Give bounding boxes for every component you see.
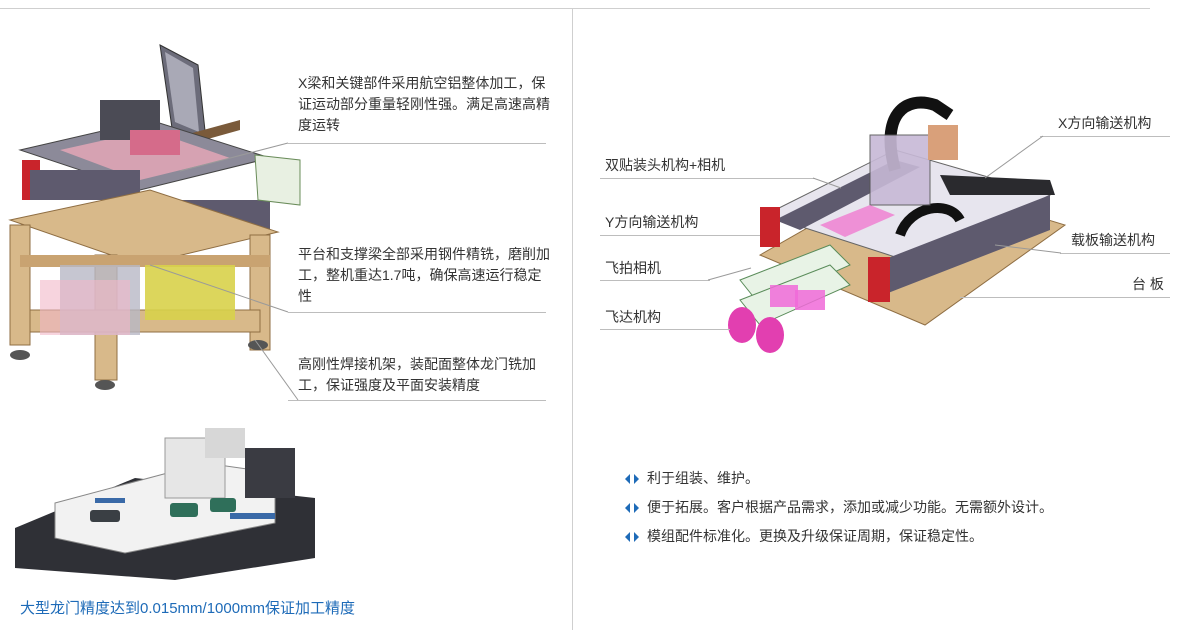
label-rule-dual-head xyxy=(600,178,815,179)
callout-steel-platform: 平台和支撑梁全部采用钢件精铣，磨削加工，整机重达1.7吨，确保高速运行稳定性 xyxy=(298,246,550,304)
leader-x-conveyor xyxy=(984,135,1044,179)
double-arrow-bullet-icon xyxy=(625,473,639,484)
label-rule-carrier-conveyor xyxy=(1060,253,1170,254)
precision-caption: 大型龙门精度达到0.015mm/1000mm保证加工精度 xyxy=(20,600,356,617)
placement-machine-illustration xyxy=(8,44,301,390)
list-item: 利于组装、维护。 xyxy=(625,464,1053,493)
callout-rule-1 xyxy=(288,143,546,144)
bullet-text: 利于组装、维护。 xyxy=(647,470,759,486)
leader-line-2 xyxy=(149,264,289,313)
leader-line-3 xyxy=(254,339,299,401)
vertical-divider xyxy=(572,8,573,630)
double-arrow-bullet-icon xyxy=(625,531,639,542)
mechanism-illustration xyxy=(728,96,1067,353)
gantry-milling-machine-image xyxy=(15,428,315,580)
label-rule-flying-camera xyxy=(600,280,710,281)
label-x-conveyor: X方向输送机构 xyxy=(1058,115,1152,131)
feature-bullet-list: 利于组装、维护。 便于拓展。客户根据产品需求，添加或减少功能。无需额外设计。 模… xyxy=(625,464,1053,551)
callout-rule-2 xyxy=(288,312,546,313)
label-rule-platform xyxy=(960,297,1170,298)
list-item: 便于拓展。客户根据产品需求，添加或减少功能。无需额外设计。 xyxy=(625,493,1053,522)
label-rule-x-conveyor xyxy=(1040,136,1170,137)
label-platform: 台 板 xyxy=(1132,276,1164,292)
label-feeder: 飞达机构 xyxy=(605,309,661,325)
label-y-conveyor: Y方向输送机构 xyxy=(605,214,699,230)
label-rule-y-conveyor xyxy=(600,235,760,236)
label-dual-head: 双贴装头机构+相机 xyxy=(605,157,726,173)
callout-aluminum-beam: X梁和关键部件采用航空铝整体加工，保证运动部分重量轻刚性强。满足高速高精度运转 xyxy=(298,75,550,133)
bullet-text: 便于拓展。客户根据产品需求，添加或减少功能。无需额外设计。 xyxy=(647,499,1053,515)
callout-rule-3 xyxy=(288,400,546,401)
leader-line-1 xyxy=(179,142,289,172)
top-divider xyxy=(0,8,1150,9)
label-rule-feeder xyxy=(600,329,730,330)
double-arrow-bullet-icon xyxy=(625,502,639,513)
callout-welded-frame: 高刚性焊接机架，装配面整体龙门铣加工，保证强度及平面安装精度 xyxy=(298,356,536,393)
leader-carrier-conveyor xyxy=(994,244,1062,254)
leader-flying-camera xyxy=(707,267,752,281)
leader-dual-head xyxy=(812,177,842,189)
list-item: 模组配件标准化。更换及升级保证周期，保证稳定性。 xyxy=(625,522,1053,551)
bullet-text: 模组配件标准化。更换及升级保证周期，保证稳定性。 xyxy=(647,528,983,544)
label-carrier-conveyor: 载板输送机构 xyxy=(1071,232,1155,248)
label-flying-camera: 飞拍相机 xyxy=(605,260,661,276)
